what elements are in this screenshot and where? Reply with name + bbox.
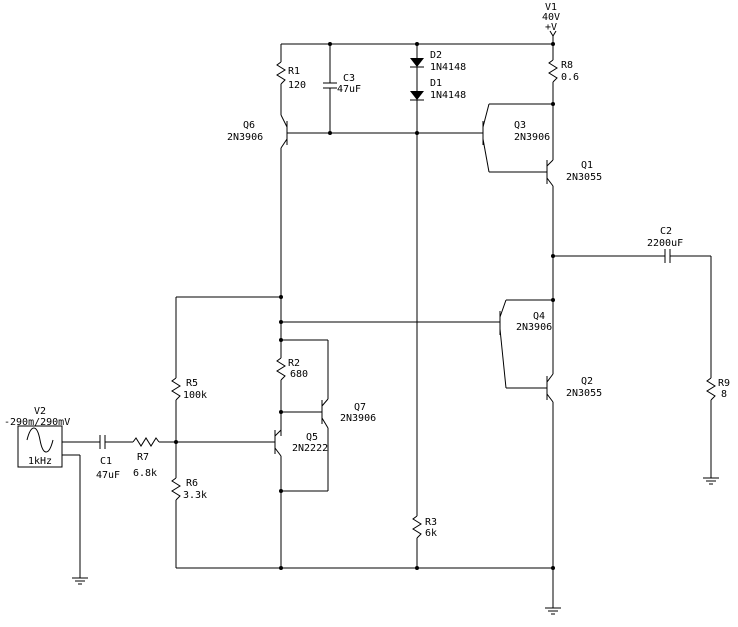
r1-resistor [276, 44, 286, 115]
q4-value-label: 2N3906 [516, 322, 552, 333]
q3-ref-label: Q3 [514, 120, 526, 131]
r5-value-label: 100k [183, 390, 207, 401]
r3-resistor [412, 133, 422, 568]
v1-polarity-label: +V [545, 22, 557, 33]
c1-value-label: 47uF [96, 470, 120, 481]
q7-value-label: 2N3906 [340, 413, 376, 424]
r9-ref-label: R9 [718, 378, 730, 389]
d1-value-label: 1N4148 [430, 90, 466, 101]
r8-value-label: 0.6 [561, 72, 579, 83]
q2-value-label: 2N3055 [566, 388, 602, 399]
r3-ref-label: R3 [425, 517, 437, 528]
input-wires [62, 435, 275, 449]
q4-ref-label: Q4 [533, 311, 545, 322]
r2-ref-label: R2 [288, 358, 300, 369]
c3-ref-label: C3 [343, 73, 355, 84]
v2-signal-source [17, 425, 89, 585]
q6-transistor [280, 114, 288, 297]
r6-value-label: 3.3k [183, 490, 207, 501]
q2-ref-label: Q2 [581, 376, 593, 387]
r2-resistor [276, 357, 322, 436]
r8-ref-label: R8 [561, 60, 573, 71]
c3-capacitor [323, 44, 337, 133]
q3-value-label: 2N3906 [514, 132, 550, 143]
r8-resistor [548, 59, 558, 104]
v2-ref-label: V2 [34, 406, 46, 417]
r5-resistor [171, 377, 181, 478]
r9-resistor [702, 377, 720, 485]
r3-value-label: 6k [425, 528, 437, 539]
q1-transistor [546, 104, 554, 300]
r7-ref-label: R7 [137, 452, 149, 463]
d2-ref-label: D2 [430, 50, 442, 61]
r6-resistor [171, 477, 181, 568]
driver-wires [175, 296, 500, 399]
junction-dots [174, 42, 555, 570]
d2-value-label: 1N4148 [430, 62, 466, 73]
q4-transistor [499, 299, 553, 389]
q5-value-label: 2N2222 [292, 443, 328, 454]
c2-capacitor [553, 249, 712, 378]
q5-transistor [274, 429, 282, 568]
v1-supply-terminal [549, 30, 557, 37]
c2-value-label: 2200uF [647, 238, 683, 249]
v1-ref-label: V1 [545, 2, 557, 13]
r1-ref-label: R1 [288, 66, 300, 77]
q6-value-label: 2N3906 [227, 132, 263, 143]
c2-ref-label: C2 [660, 226, 672, 237]
c1-ref-label: C1 [100, 456, 112, 467]
c3-value-label: 47uF [337, 84, 361, 95]
q2-transistor [544, 300, 562, 615]
q7-transistor [281, 398, 329, 492]
v2-value-label: -290m/290mV [4, 417, 70, 428]
r2-value-label: 680 [290, 369, 308, 380]
r6-ref-label: R6 [186, 478, 198, 489]
q3-transistor [482, 103, 553, 173]
d1-ref-label: D1 [430, 78, 442, 89]
q5-ref-label: Q5 [306, 432, 318, 443]
diode-string [410, 44, 424, 133]
r7-value-label: 6.8k [133, 468, 157, 479]
q6-ref-label: Q6 [243, 120, 255, 131]
q1-ref-label: Q1 [581, 160, 593, 171]
v1-value-label: 40V [542, 12, 560, 23]
r1-value-label: 120 [288, 80, 306, 91]
r9-value-label: 8 [721, 389, 727, 400]
q7-ref-label: Q7 [354, 402, 366, 413]
q1-value-label: 2N3055 [566, 172, 602, 183]
v2-frequency-label: 1kHz [28, 456, 52, 467]
r5-ref-label: R5 [186, 378, 198, 389]
